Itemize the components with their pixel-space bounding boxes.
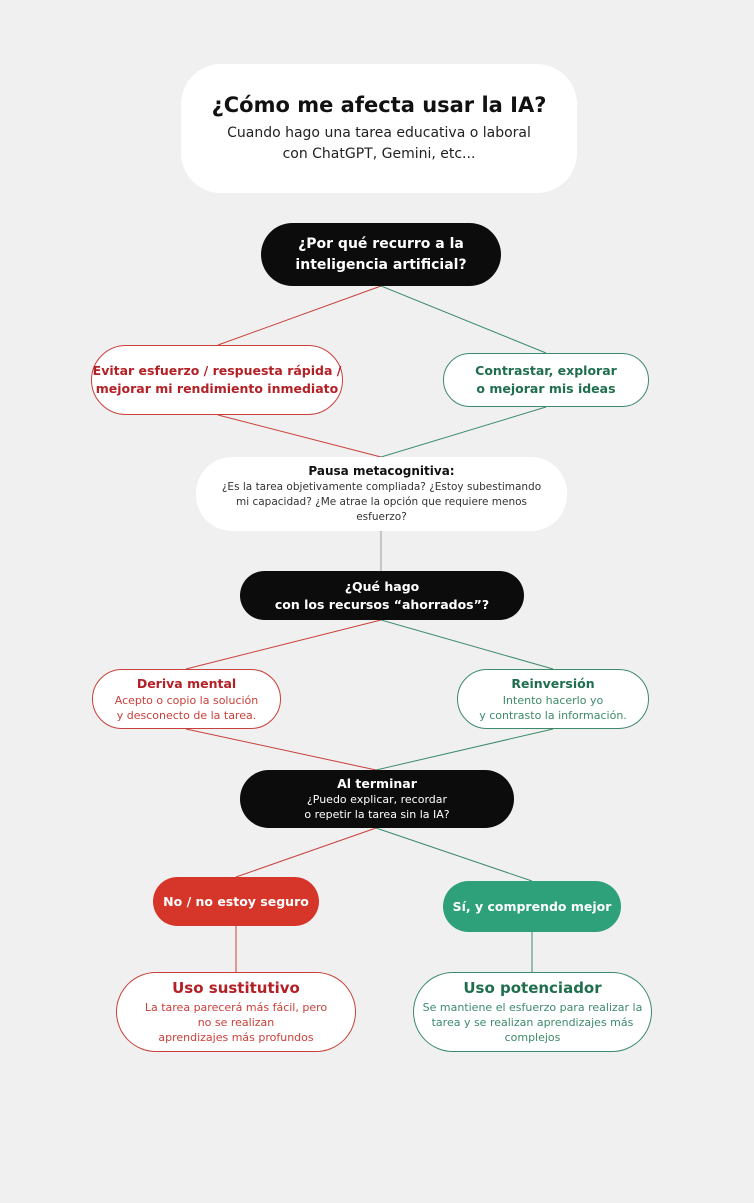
connector-reinversion-q3 xyxy=(375,728,554,771)
question-saved-resources: ¿Qué hago con los recursos “ahorrados”? xyxy=(240,571,524,620)
outcome-substitutive-use: Uso sustitutivo La tarea parecerá más fá… xyxy=(116,972,356,1052)
reinvestment-title: Reinversión xyxy=(511,675,595,691)
header-card: ¿Cómo me afecta usar la IA? Cuando hago … xyxy=(181,64,577,193)
connector-right-pause xyxy=(380,406,547,458)
connector-q3-yes xyxy=(375,827,533,882)
question-when-finished: Al terminar ¿Puedo explicar, recordar o … xyxy=(240,770,514,828)
question-why-ai: ¿Por qué recurro a la inteligencia artif… xyxy=(261,223,501,286)
when-finished-title: Al terminar xyxy=(337,776,417,791)
answer-yes-understand: Sí, y comprendo mejor xyxy=(443,881,621,932)
when-finished-text: ¿Puedo explicar, recordar o repetir la t… xyxy=(304,793,450,821)
pause-metacognitive: Pausa metacognitiva: ¿Es la tarea objeti… xyxy=(196,457,567,531)
empowering-use-text: Se mantiene el esfuerzo para realizar la… xyxy=(422,1001,643,1044)
question-why-ai-text: ¿Por qué recurro a la inteligencia artif… xyxy=(295,235,467,273)
option-avoid-effort-text: Evitar esfuerzo / respuesta rápida / mej… xyxy=(92,363,342,396)
connector-q1-right xyxy=(380,285,547,354)
option-avoid-effort: Evitar esfuerzo / respuesta rápida / mej… xyxy=(91,345,343,415)
pause-text: ¿Es la tarea objetivamente compliada? ¿E… xyxy=(221,480,542,523)
outcome-empowering-use: Uso potenciador Se mantiene el esfuerzo … xyxy=(413,972,652,1052)
answer-no-unsure: No / no estoy seguro xyxy=(153,877,319,926)
page-subtitle: Cuando hago una tarea educativa o labora… xyxy=(227,124,531,162)
connector-deriva-q3 xyxy=(185,728,377,771)
substitutive-use-text: La tarea parecerá más fácil, pero no se … xyxy=(144,1001,328,1044)
mental-drift-text: Acepto o copio la solución y desconecto … xyxy=(114,693,259,722)
connector-q3-no xyxy=(235,827,377,878)
option-mental-drift: Deriva mental Acepto o copio la solución… xyxy=(92,669,281,729)
connector-q2-right xyxy=(380,619,554,670)
connector-q1-left xyxy=(217,285,382,346)
answer-yes-understand-text: Sí, y comprendo mejor xyxy=(452,899,612,914)
connector-left-pause xyxy=(217,414,382,458)
option-contrast-explore: Contrastar, explorar o mejorar mis ideas xyxy=(443,353,649,407)
question-saved-resources-text: ¿Qué hago con los recursos “ahorrados”? xyxy=(274,578,490,612)
empowering-use-title: Uso potenciador xyxy=(463,979,602,997)
answer-no-unsure-text: No / no estoy seguro xyxy=(163,894,309,909)
option-contrast-explore-text: Contrastar, explorar o mejorar mis ideas xyxy=(475,363,617,396)
reinvestment-text: Intento hacerlo yo y contrasto la inform… xyxy=(479,693,627,722)
mental-drift-title: Deriva mental xyxy=(136,675,237,691)
substitutive-use-title: Uso sustitutivo xyxy=(172,979,300,997)
pause-title: Pausa metacognitiva: xyxy=(308,463,455,478)
connector-q2-left xyxy=(185,619,382,670)
page-title: ¿Cómo me afecta usar la IA? xyxy=(211,92,547,117)
option-reinvestment: Reinversión Intento hacerlo yo y contras… xyxy=(457,669,649,729)
